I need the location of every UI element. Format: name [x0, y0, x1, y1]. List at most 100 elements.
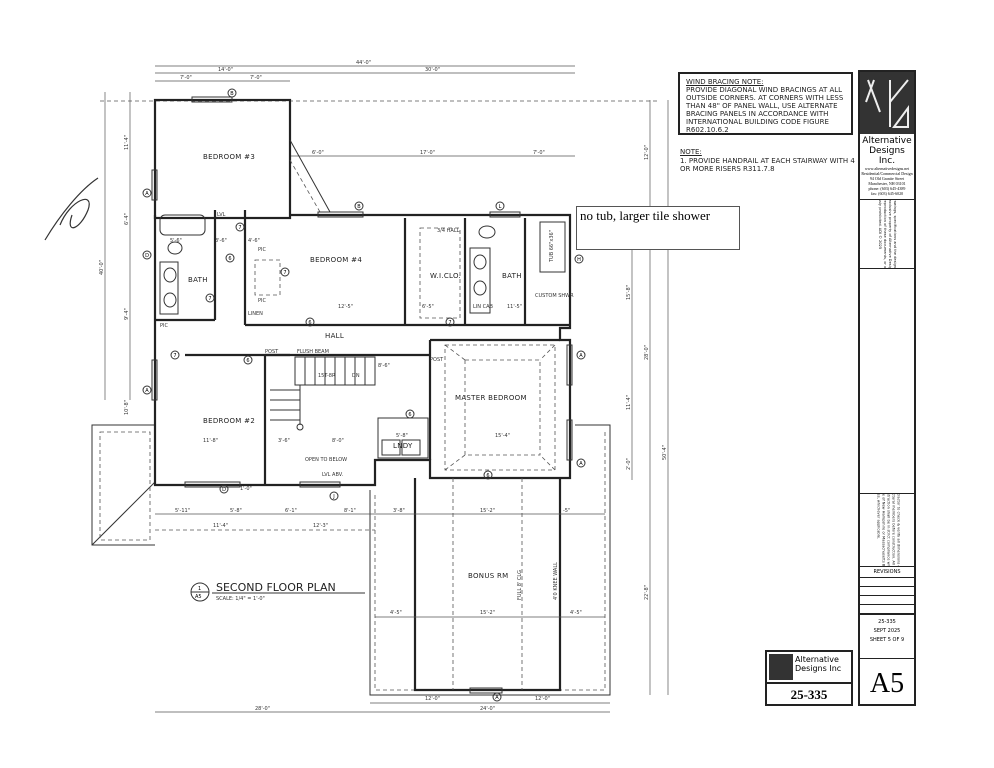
room-walk-in-closet: W.I.CLO.: [430, 272, 461, 280]
right-dimensions: 12'-0" 15'-8" 11'-4" 2'-0" 28'-0" 50'-4"…: [626, 100, 669, 695]
dim-label: 17'-0": [420, 150, 435, 156]
dim-label: 15'-4": [495, 433, 510, 439]
dim-label: 12'-0": [425, 696, 440, 702]
dim-label: 7'-0": [533, 150, 545, 156]
window-tag: A: [495, 695, 499, 701]
left-attic-outline: [91, 424, 156, 546]
dim-label: 28'-0": [255, 706, 270, 712]
job-number: 25-335: [878, 619, 896, 625]
open-to-below-label: OPEN TO BELOW: [305, 457, 347, 463]
company-fax: fax: (603) 645-6020: [870, 191, 904, 196]
room-bonus: BONUS RM: [468, 572, 509, 580]
company-name: Alternative Designs Inc.: [862, 136, 912, 166]
dim-label: 5'-6": [170, 238, 182, 244]
dim-label: 5'-8": [230, 508, 242, 514]
door-tag: 6: [408, 412, 411, 418]
dim-label: 12'-3": [313, 523, 328, 529]
window-tag: D: [145, 253, 149, 259]
door-tag: 7: [208, 296, 211, 302]
dim-label: 40'-0": [99, 260, 105, 275]
dim-label: 11'-4": [626, 395, 632, 410]
dim-label: 5'-8": [396, 433, 408, 439]
drawing-scale: SCALE: 1/4" = 1'-0": [216, 596, 265, 602]
room-labels: BEDROOM #3 BEDROOM #4 BEDROOM #2 W.I.CLO…: [160, 153, 574, 600]
detail-sheet: A5: [195, 594, 202, 600]
sheet-count: SHEET 5 OF 9: [869, 637, 905, 643]
title-block: Alternative Designs Inc. www.alternative…: [858, 70, 916, 706]
dim-overall-width: 44'-0": [356, 60, 371, 66]
room-bedroom-2: BEDROOM #2: [203, 417, 255, 425]
callout-label: FLUSH BEAM: [297, 349, 329, 355]
drawing-title-text: SECOND FLOOR PLAN: [216, 581, 336, 594]
dim-label: 8'-1": [344, 508, 356, 514]
door-tag: 6: [246, 358, 249, 364]
stamp-company-line2: Designs Inc: [795, 664, 842, 673]
window-tag: A: [579, 353, 583, 359]
company-phone: phone: (603) 645-4389: [868, 186, 906, 191]
door-tag: 6: [228, 256, 231, 262]
dim-label: 3'-6": [215, 238, 227, 244]
door-tag: 6: [486, 473, 489, 479]
dim-label: 15'-8": [626, 285, 632, 300]
room-hall: HALL: [325, 332, 344, 340]
dim-label: 6'-5": [422, 304, 434, 310]
callout-label: POST: [430, 357, 444, 363]
handwritten-scribble: [44, 177, 99, 241]
wind-note-title: WIND BRACING NOTE:: [686, 78, 764, 86]
door-tag: 7: [238, 225, 241, 231]
drawing-title: 1 A5 SECOND FLOOR PLAN SCALE: 1/4" = 1'-…: [190, 581, 365, 602]
detail-number: 1: [198, 586, 201, 592]
dim-label: 11'-8": [203, 438, 218, 444]
staircase: [270, 356, 376, 431]
room-master-bedroom: MASTER BEDROOM: [455, 394, 527, 402]
contractor-notice: Contractor to check & verify all dimensi…: [876, 493, 901, 566]
dim-label: 6'-0": [312, 150, 324, 156]
callout-label: LVL ABV.: [322, 472, 344, 478]
dim-label: 12'-0": [535, 696, 550, 702]
company-stamp: Alternative Designs Inc 25-335: [765, 650, 853, 706]
sheet-id: A5: [860, 658, 914, 709]
window-tag: D: [222, 487, 226, 493]
dim-label: 6'-1": [285, 508, 297, 514]
revisions-table: [860, 577, 914, 614]
room-bedroom-4: BEDROOM #4: [310, 256, 362, 264]
note-title: NOTE:: [680, 148, 702, 156]
dim-label: 4'-5": [390, 610, 402, 616]
stair-label: 15T-8R: [318, 373, 336, 379]
dim-label: 9'-4": [124, 308, 130, 320]
dim-label: 1'-0": [240, 486, 252, 492]
room-laundry: LNDY: [393, 442, 413, 450]
closet-label: PIC: [258, 298, 266, 304]
callout-label: FULL 8' CLG: [517, 570, 523, 600]
callout-label: LVL: [217, 212, 226, 218]
stair-direction-label: DN: [352, 373, 360, 379]
top-dimensions: 44'-0" 14'-0" 30'-0" 7'-0" 7'-0" 6'-0" 1…: [100, 60, 660, 157]
dim-label: 8'-0": [332, 438, 344, 444]
bonus-room-outline: [369, 424, 611, 696]
window-tag: J: [332, 494, 334, 500]
dim-label: 12'-5": [338, 304, 353, 310]
door-tag: 7: [173, 353, 176, 359]
dim-label: 11'-4": [213, 523, 228, 529]
window-tag: A: [579, 461, 583, 467]
window-tag: H: [577, 257, 581, 263]
room-bath-left: BATH: [188, 276, 208, 284]
shower-label: CUSTOM SHWR: [535, 293, 574, 299]
dim-label: 11'-5": [507, 304, 522, 310]
dim-label: 30'-0": [425, 67, 440, 73]
dim-label: -5": [563, 508, 570, 514]
callout-label: POST: [265, 349, 279, 355]
dim-label: 10'-8": [124, 400, 130, 415]
wind-bracing-note: WIND BRACING NOTE: PROVIDE DIAGONAL WIND…: [678, 72, 853, 135]
dim-label: 50'-4": [662, 445, 668, 460]
dim-label: 15'-2": [480, 610, 495, 616]
window-tag: A: [145, 388, 149, 394]
tub-label: TUB 66"x36": [549, 230, 555, 263]
dim-label: 12'-0": [644, 145, 650, 160]
company-address: 94 Old Granite Street: [869, 176, 905, 181]
dim-label: 28'-0": [644, 345, 650, 360]
dim-label: 3'-8": [393, 508, 405, 514]
sheet-date: SEPT 2025: [873, 628, 901, 634]
dim-label: 15'-2": [480, 508, 495, 514]
